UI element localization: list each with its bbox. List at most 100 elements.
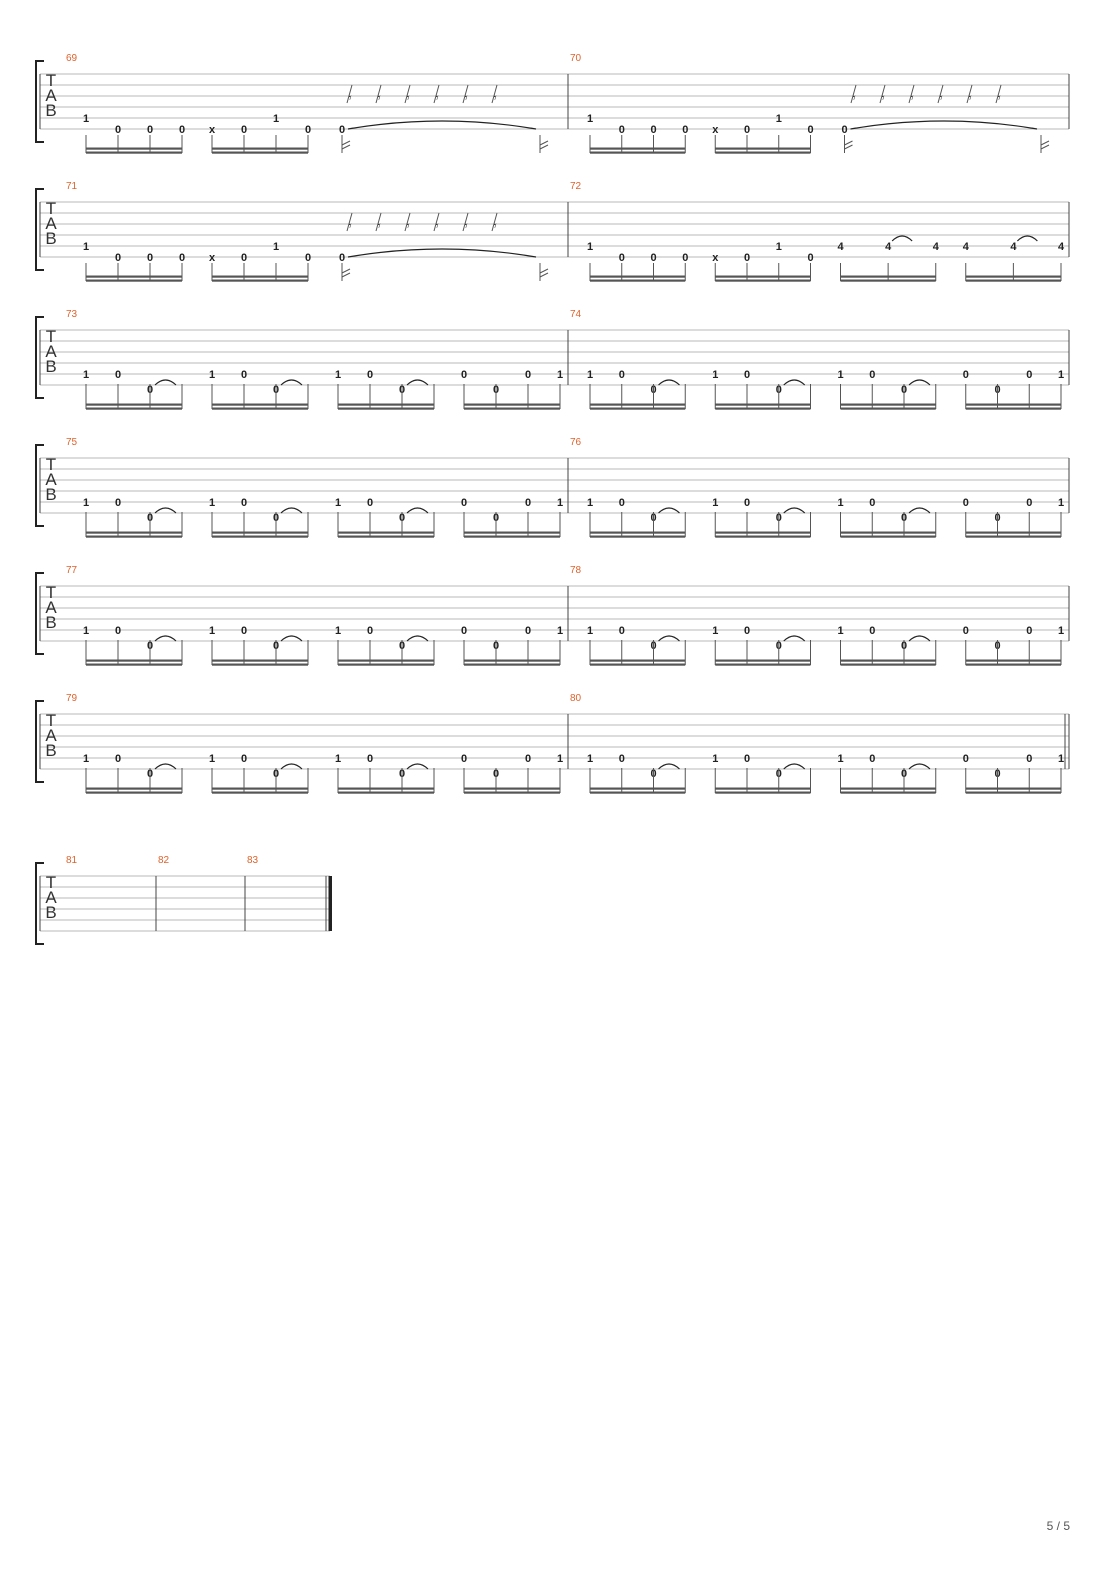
- fret-number: 4: [933, 241, 940, 253]
- tab-system: TAB771001001000001781001001000001: [35, 565, 1070, 666]
- fret-number: 1: [1058, 625, 1064, 637]
- beam: [590, 403, 686, 406]
- fret-number: 1: [335, 369, 341, 381]
- page-number: 5 / 5: [1046, 1519, 1070, 1533]
- fret-number: 0: [650, 124, 656, 136]
- tie-arc: [783, 763, 806, 770]
- measure-number: 81: [66, 855, 78, 866]
- fret-number: 1: [712, 497, 718, 509]
- measure: 83: [247, 855, 259, 866]
- beam: [590, 407, 686, 410]
- flag: [1040, 140, 1050, 150]
- rest-stroke: [375, 84, 382, 104]
- measure-number: 70: [570, 53, 582, 64]
- fret-number: 1: [273, 113, 279, 125]
- fret-number: x: [209, 252, 216, 264]
- tie-arc: [658, 507, 680, 514]
- fret-number: 0: [525, 625, 531, 637]
- measure: 82: [158, 855, 170, 866]
- beam: [338, 531, 434, 534]
- tie-arc: [280, 507, 303, 514]
- beam: [338, 663, 434, 666]
- fret-number: 0: [841, 124, 847, 136]
- fret-number: 1: [776, 241, 782, 253]
- beam: [86, 663, 182, 666]
- beam: [590, 535, 686, 538]
- tie-arc: [908, 763, 931, 770]
- tie-arc: [406, 763, 429, 770]
- sixteenth-rest: 𝄾: [348, 219, 352, 234]
- fret-number: 0: [241, 625, 247, 637]
- beam: [840, 531, 936, 534]
- beam: [965, 535, 1061, 538]
- fret-number: 0: [461, 753, 467, 765]
- sixteenth-rest: 𝄾: [406, 91, 410, 106]
- fret-number: 1: [587, 113, 593, 125]
- fret-number: 0: [619, 625, 625, 637]
- fret-number: 0: [115, 252, 121, 264]
- fret-number: 1: [209, 625, 215, 637]
- beam: [590, 275, 686, 278]
- beam: [840, 791, 936, 794]
- rest-stroke: [404, 84, 411, 104]
- measure: 771001001000001: [66, 565, 563, 666]
- measure: 731001001000001: [66, 309, 563, 410]
- tab-clef-letter: A: [45, 598, 57, 617]
- beam: [965, 275, 1061, 278]
- beam: [590, 151, 686, 154]
- fret-number: 4: [1058, 241, 1065, 253]
- fret-number: 0: [619, 497, 625, 509]
- fret-number: 1: [557, 625, 563, 637]
- tab-clef-letter: B: [45, 741, 56, 760]
- rest-stroke: [937, 84, 944, 104]
- fret-number: 0: [619, 753, 625, 765]
- fret-number: 4: [885, 241, 892, 253]
- beam: [965, 403, 1061, 406]
- tab-clef-letter: T: [46, 583, 56, 602]
- beam: [840, 663, 936, 666]
- beam: [212, 791, 308, 794]
- beam: [965, 791, 1061, 794]
- fret-number: 1: [557, 497, 563, 509]
- fret-number: x: [712, 124, 719, 136]
- fret-number: 0: [461, 497, 467, 509]
- tab-clef-letter: T: [46, 455, 56, 474]
- fret-number: 4: [1010, 241, 1017, 253]
- tab-clef-letter: A: [45, 726, 57, 745]
- beam: [590, 659, 686, 662]
- fret-number: 0: [147, 124, 153, 136]
- fret-number: 0: [682, 252, 688, 264]
- measure: 81: [66, 855, 78, 866]
- beam: [965, 531, 1061, 534]
- measure-number: 78: [570, 565, 582, 576]
- fret-number: 1: [209, 369, 215, 381]
- beam: [840, 659, 936, 662]
- rest-stroke: [995, 84, 1002, 104]
- tie-arc: [154, 379, 177, 386]
- tab-clef-letter: B: [45, 613, 56, 632]
- fret-number: x: [209, 124, 216, 136]
- rest-stroke: [850, 84, 857, 104]
- fret-number: 1: [837, 753, 843, 765]
- beam: [212, 659, 308, 662]
- tab-system: TAB751001001000001761001001000001: [35, 437, 1070, 538]
- sixteenth-rest: 𝄾: [464, 219, 468, 234]
- beam: [212, 279, 308, 282]
- measure: 761001001000001: [570, 437, 1064, 538]
- tab-clef-letter: B: [45, 357, 56, 376]
- sixteenth-rest: 𝄾: [435, 219, 439, 234]
- beam: [590, 279, 686, 282]
- beam: [715, 147, 811, 150]
- sixteenth-rest: 𝄾: [852, 91, 856, 106]
- fret-number: 0: [869, 753, 875, 765]
- tie-arc: [658, 635, 680, 642]
- flag: [539, 140, 549, 150]
- tie-arc: [154, 635, 177, 642]
- tab-system: TAB731001001000001741001001000001: [35, 309, 1070, 410]
- sixteenth-rest: 𝄾: [377, 91, 381, 106]
- rest-stroke: [966, 84, 973, 104]
- measure-number: 74: [570, 309, 582, 320]
- rest-stroke: [879, 84, 886, 104]
